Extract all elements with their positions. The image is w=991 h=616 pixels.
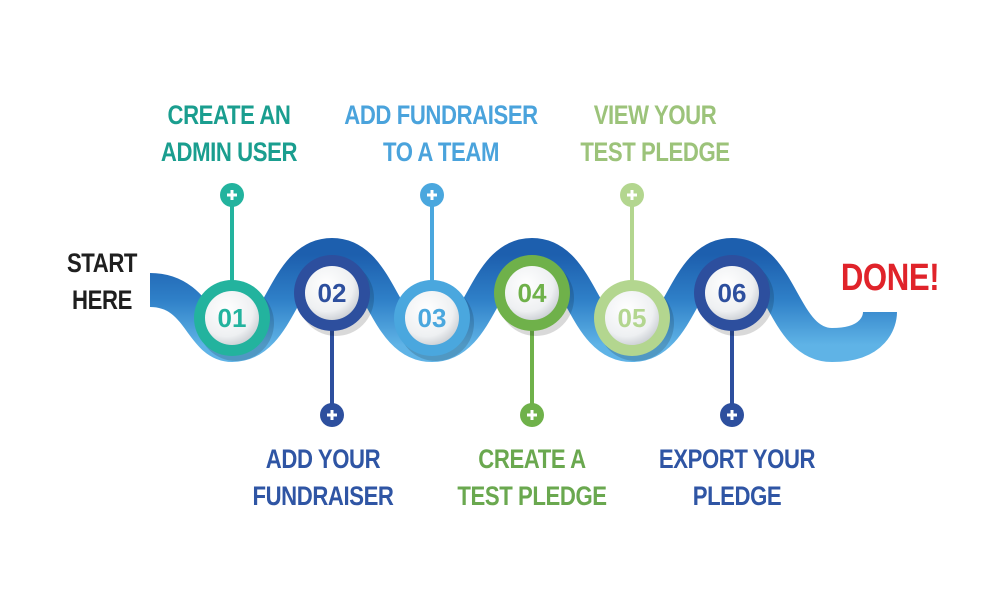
step-label-2-line1: ADD YOUR xyxy=(265,444,381,474)
step-node-5: 05 xyxy=(594,280,674,361)
step-label-6-line2: PLEDGE xyxy=(692,481,782,511)
node-face-5 xyxy=(605,291,659,345)
step-number-3: 03 xyxy=(418,303,447,333)
node-face-1 xyxy=(205,291,259,345)
pin-plus-v-4 xyxy=(530,410,534,420)
step-node-1: 01 xyxy=(194,280,274,361)
pin-plus-v-6 xyxy=(730,410,734,420)
step-label-6-line1: EXPORT YOUR xyxy=(658,444,816,474)
plus-pin-icon xyxy=(320,403,344,427)
pin-plus-v-2 xyxy=(330,410,334,420)
step-label-2-line2: FUNDRAISER xyxy=(252,481,394,511)
step-node-3: 03 xyxy=(394,280,474,361)
step-label-1-line2: ADMIN USER xyxy=(160,137,298,167)
step-number-5: 05 xyxy=(618,303,647,333)
node-face-3 xyxy=(405,291,459,345)
pin-plus-v-5 xyxy=(630,190,634,200)
step-label-1: CREATE AN ADMIN USER xyxy=(143,97,315,171)
pin-plus-v-3 xyxy=(430,190,434,200)
done-label: DONE! xyxy=(838,258,943,298)
step-node-6: 06 xyxy=(694,255,774,336)
step-label-4-line1: CREATE A xyxy=(478,444,586,474)
step-number-2: 02 xyxy=(318,278,347,308)
done-label-text: DONE! xyxy=(840,257,940,299)
step-node-2: 02 xyxy=(294,255,374,336)
plus-pin-icon xyxy=(520,403,544,427)
plus-pin-icon xyxy=(620,183,644,207)
plus-pin-icon xyxy=(220,183,244,207)
start-label-line2: HERE xyxy=(72,285,132,315)
step-label-5: VIEW YOUR TEST PLEDGE xyxy=(567,97,742,171)
step-label-4: CREATE A TEST PLEDGE xyxy=(442,441,622,515)
pin-plus-v-1 xyxy=(230,190,234,200)
step-number-1: 01 xyxy=(218,303,247,333)
step-node-4: 04 xyxy=(494,255,574,336)
node-face-6 xyxy=(705,266,759,320)
step-label-3-line2: TO A TEAM xyxy=(382,137,500,167)
step-label-5-line1: VIEW YOUR xyxy=(593,100,717,130)
step-label-1-line1: CREATE AN xyxy=(167,100,291,130)
step-number-6: 06 xyxy=(718,278,747,308)
step-label-5-line2: TEST PLEDGE xyxy=(580,137,730,167)
step-label-6: EXPORT YOUR PLEDGE xyxy=(648,441,827,515)
step-label-3: ADD FUNDRAISER TO A TEAM xyxy=(340,97,542,171)
step-label-3-line1: ADD FUNDRAISER xyxy=(344,100,538,130)
step-label-4-line2: TEST PLEDGE xyxy=(457,481,607,511)
node-face-4 xyxy=(505,266,559,320)
step-label-2: ADD YOUR FUNDRAISER xyxy=(237,441,409,515)
plus-pin-icon xyxy=(720,403,744,427)
node-face-2 xyxy=(305,266,359,320)
start-label-line1: START xyxy=(66,248,138,278)
plus-pin-icon xyxy=(420,183,444,207)
step-number-4: 04 xyxy=(518,278,547,308)
step-nodes: 01 02 03 04 05 06 xyxy=(194,255,774,361)
start-label: START HERE xyxy=(61,245,143,319)
